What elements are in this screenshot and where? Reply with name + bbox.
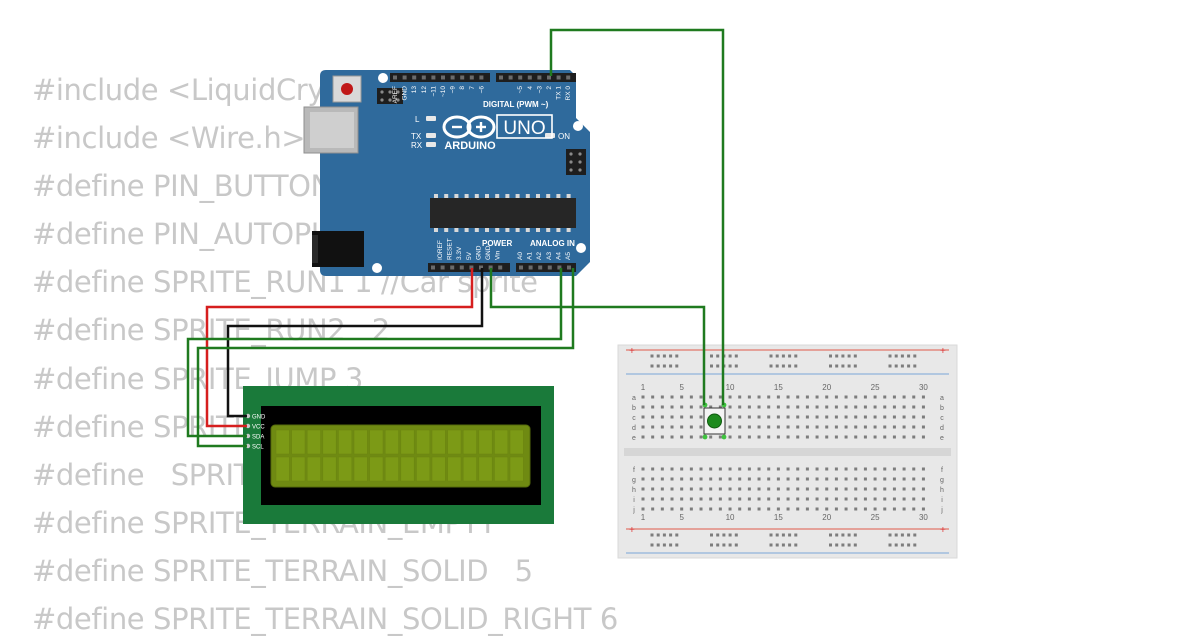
arduino-tx-label: TX <box>411 132 422 141</box>
digital-pin-label: ~3 <box>536 86 543 94</box>
row-label-right: d <box>940 425 944 432</box>
column-number-bottom: 25 <box>871 513 880 522</box>
digital-pin-label: ~11 <box>430 86 437 97</box>
column-number-top: 1 <box>641 383 646 392</box>
rail-plus-br: + <box>940 525 946 536</box>
row-label-right: h <box>940 487 944 494</box>
digital-pin-label: 8 <box>459 86 466 90</box>
arduino-uno: UNO ARDUINO ON L TX RX DIGITAL (PWM ~) P… <box>303 70 590 276</box>
power-pin-label: IOREF <box>437 240 444 260</box>
row-label-right: f <box>941 467 943 474</box>
digital-pin-label: 7 <box>469 86 476 90</box>
digital-pin-label: AREF <box>392 86 399 103</box>
arduino-analog-label: ANALOG IN <box>530 239 575 248</box>
arduino-model-label: UNO <box>503 118 545 139</box>
analog-pin-label: A1 <box>527 252 534 260</box>
lcd-module: GND VCC SDA SCL <box>243 386 554 524</box>
wire-gnd <box>226 268 484 418</box>
column-number-top: 20 <box>822 383 831 392</box>
row-label-left: d <box>632 425 636 432</box>
row-label-left: g <box>632 477 636 484</box>
wire-button-to-pin2 <box>549 28 725 405</box>
row-label-right: a <box>940 395 944 402</box>
row-label-left: f <box>633 467 635 474</box>
power-pin-label: GND <box>475 245 482 260</box>
rail-plus-tl: + <box>629 346 635 357</box>
digital-pin-label: 4 <box>527 86 534 90</box>
power-pin-label: GND <box>485 245 492 260</box>
row-label-right: c <box>940 415 944 422</box>
column-number-bottom: 20 <box>822 513 831 522</box>
digital-pin-label: 2 <box>546 86 553 90</box>
analog-pin-label: A2 <box>536 252 543 260</box>
row-label-right: j <box>940 507 943 514</box>
digital-pin-label: ~5 <box>517 86 524 94</box>
row-label-left: h <box>632 487 636 494</box>
row-label-left: b <box>632 405 636 412</box>
digital-pin-label: ~6 <box>478 86 485 94</box>
row-label-left: c <box>632 415 636 422</box>
rail-plus-bl: + <box>629 525 635 536</box>
digital-pin-label: 12 <box>421 86 428 94</box>
digital-pin-label: TX 1 <box>556 86 563 100</box>
code-line: #define PIN_BUTTON 2 <box>32 169 359 204</box>
row-label-left: a <box>632 395 636 402</box>
row-label-left: e <box>632 435 636 442</box>
arduino-l-label: L <box>415 115 420 124</box>
column-number-bottom: 15 <box>774 513 783 522</box>
push-button[interactable] <box>702 402 727 440</box>
column-number-bottom: 5 <box>679 513 684 522</box>
digital-pin-label: ~10 <box>440 86 447 97</box>
row-label-left: j <box>632 507 635 514</box>
row-label-right: b <box>940 405 944 412</box>
column-number-top: 5 <box>679 383 684 392</box>
lcd-pin-label: SCL <box>252 445 264 451</box>
column-number-bottom: 1 <box>641 513 646 522</box>
column-number-bottom: 30 <box>919 513 928 522</box>
digital-pin-label: GND <box>402 86 409 101</box>
power-pin-label: 3.3V <box>456 246 463 260</box>
row-label-right: i <box>941 497 943 504</box>
power-pin-label: 5V <box>466 251 473 260</box>
digital-pin-label: 13 <box>411 86 418 94</box>
column-number-top: 10 <box>726 383 735 392</box>
column-number-top: 30 <box>919 383 928 392</box>
wire-scl-a5 <box>196 268 575 448</box>
code-line: #include <Wire.h> <box>32 121 306 156</box>
lcd-pin-label: GND <box>252 415 266 421</box>
analog-pin-label: A3 <box>546 252 553 260</box>
arduino-rx-label: RX <box>411 141 423 150</box>
row-label-left: i <box>633 497 635 504</box>
lcd-pin-label: VCC <box>252 425 265 431</box>
analog-pin-label: A0 <box>517 252 524 260</box>
analog-pin-label: A5 <box>565 252 572 260</box>
wire-sda-a4 <box>186 268 563 438</box>
power-pin-label: Vin <box>495 250 502 260</box>
analog-pin-label: A4 <box>555 252 562 260</box>
arduino-digital-label: DIGITAL (PWM ~) <box>483 100 549 109</box>
column-number-bottom: 10 <box>726 513 735 522</box>
code-line: #define SPRITE_RUN2 2 <box>32 313 390 348</box>
row-label-right: e <box>940 435 944 442</box>
wire-vcc-5v <box>205 268 474 428</box>
row-label-right: g <box>940 477 944 484</box>
wires <box>186 28 725 448</box>
arduino-on-label: ON <box>558 132 570 141</box>
wire-button-to-gnd <box>489 268 706 405</box>
column-number-top: 15 <box>774 383 783 392</box>
column-number-top: 25 <box>871 383 880 392</box>
power-pin-label: RESET <box>447 238 454 260</box>
digital-pin-label: ~9 <box>450 86 457 94</box>
rail-plus-tr: + <box>940 346 946 357</box>
code-line: #define SPRITE_TERRAIN_SOLID 5 <box>32 553 533 588</box>
digital-pin-label: RX 0 <box>565 86 572 101</box>
arduino-power-label: POWER <box>482 239 512 248</box>
arduino-brand-label: ARDUINO <box>444 140 496 152</box>
lcd-pin-label: SDA <box>252 435 264 441</box>
